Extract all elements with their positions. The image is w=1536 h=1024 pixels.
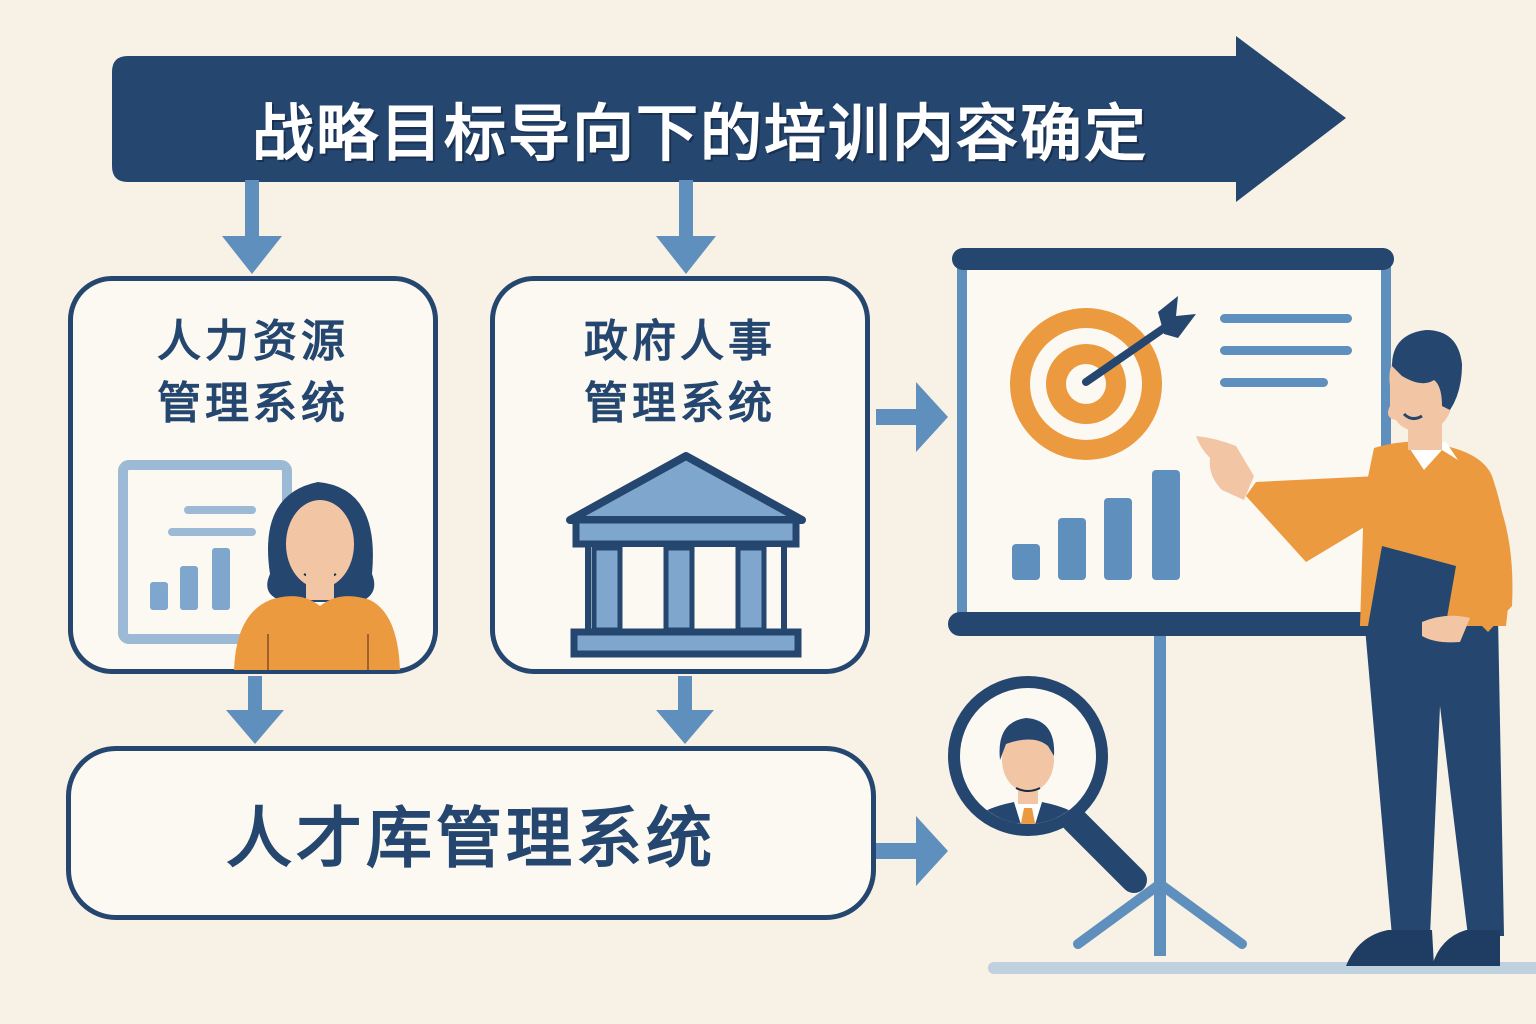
woman-avatar-icon <box>234 482 400 670</box>
page-title: 战略目标导向下的培训内容确定 <box>251 97 1148 170</box>
magnifier-person-icon <box>948 676 1147 893</box>
dashboard-chart-icon <box>118 460 292 644</box>
arrow-down-icon <box>226 676 284 744</box>
arrow-right-icon <box>876 816 948 886</box>
hr-system-label-line1: 人力资源 <box>157 316 349 367</box>
gov-system-label-line2: 管理系统 <box>584 378 776 429</box>
arrow-down-icon <box>656 180 716 274</box>
talent-system-label: 人才库管理系统 <box>226 800 716 877</box>
government-building-icon <box>566 452 806 658</box>
presenter-man-icon <box>1196 330 1513 966</box>
hr-system-label-line2: 管理系统 <box>157 378 349 429</box>
arrow-right-icon <box>876 382 948 452</box>
gov-system-label-line1: 政府人事 <box>584 316 776 367</box>
bar-chart-icon <box>1012 470 1180 580</box>
talent-system-box[interactable]: 人才库管理系统 <box>66 746 876 920</box>
arrow-down-icon <box>222 180 282 274</box>
target-dart-icon <box>1010 296 1196 460</box>
text-lines-icon <box>1220 314 1352 387</box>
arrow-down-icon <box>656 676 714 744</box>
